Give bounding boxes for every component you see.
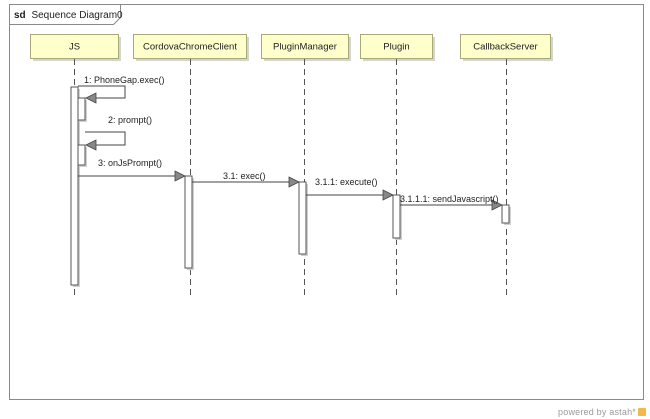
arrowhead-icon (288, 176, 300, 188)
lifeline-label-callbackserver: CallbackServer (473, 42, 537, 53)
frame-keyword: sd (14, 10, 26, 21)
lifeline-pluginmanager[interactable]: PluginManager (261, 34, 352, 62)
message-sendjavascript[interactable]: 3.1.1.1: sendJavascript() (400, 194, 503, 211)
lifeline-label-cordova: CordovaChromeClient (143, 42, 237, 53)
lifeline-cordova[interactable]: CordovaChromeClient (133, 34, 250, 62)
lifeline-label-pluginmanager: PluginManager (273, 42, 337, 53)
arrowhead-icon (85, 92, 97, 104)
frame-name: Sequence Diagram0 (31, 10, 123, 21)
lifeline-head-plugin[interactable] (360, 34, 433, 59)
watermark-text: powered by astah* (558, 407, 636, 417)
activation-pluginmanager (298, 181, 307, 255)
arrowhead-icon (382, 189, 394, 201)
activation-cordova (184, 175, 193, 269)
message-label: 3.1.1.1: sendJavascript() (400, 194, 499, 204)
lifeline-head-pluginmanager[interactable] (261, 34, 349, 59)
activation-callbackserver (501, 204, 510, 224)
message-phonegap-exec[interactable]: 1: PhoneGap.exec() (78, 75, 165, 104)
lifeline-label-plugin: Plugin (383, 42, 409, 53)
message-execute[interactable]: 3.1.1: execute() (306, 177, 394, 201)
lifeline-head-callbackserver[interactable] (460, 34, 551, 59)
lifeline-js[interactable]: JS (30, 34, 122, 62)
activation-js (70, 86, 79, 286)
activation-js-self-2 (77, 144, 86, 166)
diagram-frame (9, 4, 644, 400)
arrowhead-icon (174, 170, 186, 182)
activation-js-self-1 (77, 97, 86, 121)
lifeline-head-js[interactable] (30, 34, 119, 59)
activation-plugin (392, 194, 401, 239)
lifeline-head-cordova[interactable] (133, 34, 247, 59)
frame-title: sd Sequence Diagram0 (14, 10, 123, 21)
message-label: 3.1.1: execute() (315, 177, 378, 187)
lifeline-callbackserver[interactable]: CallbackServer (460, 34, 554, 62)
powered-by-watermark: powered by astah* (558, 407, 646, 417)
message-onjsprompt[interactable]: 3: onJsPrompt() (78, 158, 186, 182)
lifeline-plugin[interactable]: Plugin (360, 34, 436, 62)
message-label: 1: PhoneGap.exec() (84, 75, 165, 85)
message-label: 2: prompt() (108, 115, 152, 125)
astah-logo-icon (638, 408, 646, 416)
frame-name-tab (9, 4, 121, 25)
message-label: 3.1: exec() (223, 171, 266, 181)
lifeline-label-js: JS (69, 42, 80, 53)
message-exec[interactable]: 3.1: exec() (192, 171, 300, 188)
arrowhead-icon (491, 199, 503, 211)
arrowhead-icon (85, 139, 97, 151)
message-label: 3: onJsPrompt() (98, 158, 162, 168)
message-prompt[interactable]: 2: prompt() (85, 115, 152, 151)
